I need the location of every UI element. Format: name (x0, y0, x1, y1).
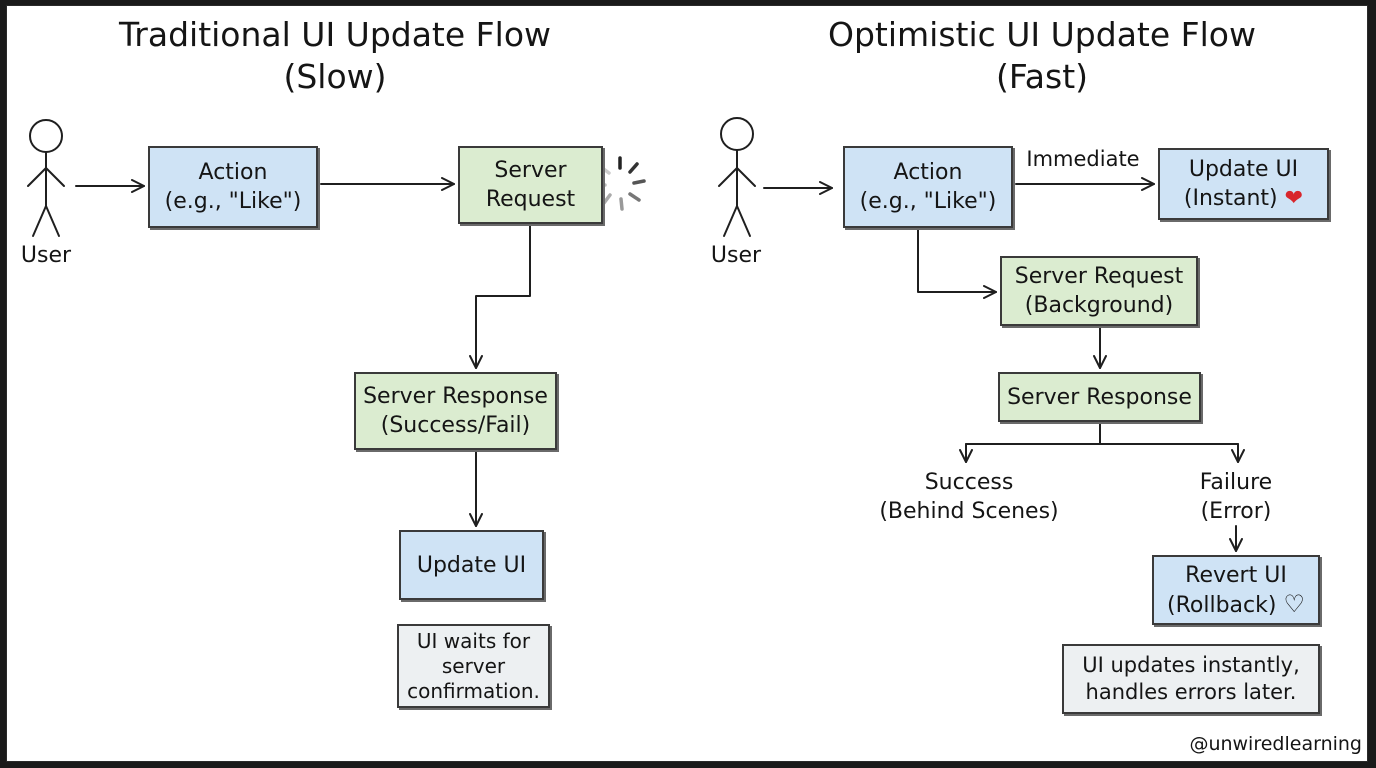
left-server-response-box: Server Response (Success/Fail) (354, 372, 557, 450)
success-line2: (Behind Scenes) (879, 499, 1059, 524)
heart-outline-icon: ♡ (1283, 589, 1305, 618)
watermark: @unwiredlearning (1189, 733, 1362, 755)
right-server-response-box: Server Response (998, 372, 1201, 422)
right-server-request-box: Server Request (Background) (1000, 256, 1198, 326)
failure-line2: (Error) (1200, 499, 1272, 524)
right-action-line2: (e.g., "Like") (859, 189, 997, 214)
left-note-line3: confirmation. (407, 678, 540, 703)
right-action-line1: Action (893, 160, 963, 185)
right-title-line1: Optimistic UI Update Flow (828, 15, 1256, 54)
left-user-figure-icon (27, 119, 65, 237)
failure-line1: Failure (1199, 470, 1273, 495)
right-note-line2: handles errors later. (1085, 680, 1297, 704)
right-update-ui-box: Update UI (Instant) ❤ (1158, 148, 1329, 220)
success-line1: Success (924, 470, 1014, 495)
right-update-ui-line2: (Instant) (1183, 186, 1278, 211)
left-server-request-box: Server Request (458, 146, 603, 224)
right-title-line2: (Fast) (995, 57, 1089, 96)
right-server-request-line1: Server Request (1014, 264, 1184, 289)
right-action-box: Action (e.g., "Like") (843, 146, 1013, 228)
left-title: Traditional UI Update Flow (Slow) (95, 14, 575, 98)
left-title-line2: (Slow) (283, 57, 387, 96)
left-user-label: User (20, 243, 72, 268)
right-note-box: UI updates instantly, handles errors lat… (1062, 644, 1320, 714)
left-update-ui-label: Update UI (416, 552, 527, 578)
left-note-box: UI waits for server confirmation. (397, 624, 550, 708)
left-action-line2: (e.g., "Like") (164, 189, 302, 214)
failure-label: Failure (Error) (1184, 468, 1288, 526)
heart-filled-icon: ❤ (1284, 186, 1304, 211)
right-server-request-line2: (Background) (1024, 293, 1174, 318)
left-action-line1: Action (198, 160, 268, 185)
revert-line1: Revert UI (1185, 562, 1287, 588)
right-title: Optimistic UI Update Flow (Fast) (800, 14, 1284, 98)
right-note-line1: UI updates instantly, (1082, 653, 1300, 677)
right-user-label: User (710, 243, 762, 268)
right-update-ui-line2-row: (Instant) ❤ (1184, 184, 1303, 213)
left-update-ui-box: Update UI (399, 530, 544, 600)
right-update-ui-line1: Update UI (1188, 157, 1299, 182)
left-server-response-line1: Server Response (363, 384, 548, 409)
left-title-line1: Traditional UI Update Flow (118, 15, 551, 54)
left-server-response-line2: (Success/Fail) (380, 413, 531, 438)
left-server-request-line1: Server (494, 158, 567, 183)
left-action-box: Action (e.g., "Like") (148, 146, 318, 228)
right-server-response-label: Server Response (1007, 384, 1192, 410)
revert-line2: (Rollback) (1167, 592, 1277, 618)
left-server-request-line2: Request (485, 187, 576, 212)
revert-line2-row: (Rollback) ♡ (1167, 590, 1305, 620)
left-note-line2: server (441, 653, 506, 678)
revert-ui-box: Revert UI (Rollback) ♡ (1152, 555, 1320, 625)
arrow-action-to-server-request-background (917, 229, 997, 299)
arrow-server-request-to-response (469, 225, 531, 369)
success-label: Success (Behind Scenes) (874, 468, 1064, 526)
immediate-label: Immediate (1026, 147, 1140, 171)
right-user-figure-icon (718, 117, 756, 237)
left-note-line1: UI waits for (416, 628, 531, 653)
